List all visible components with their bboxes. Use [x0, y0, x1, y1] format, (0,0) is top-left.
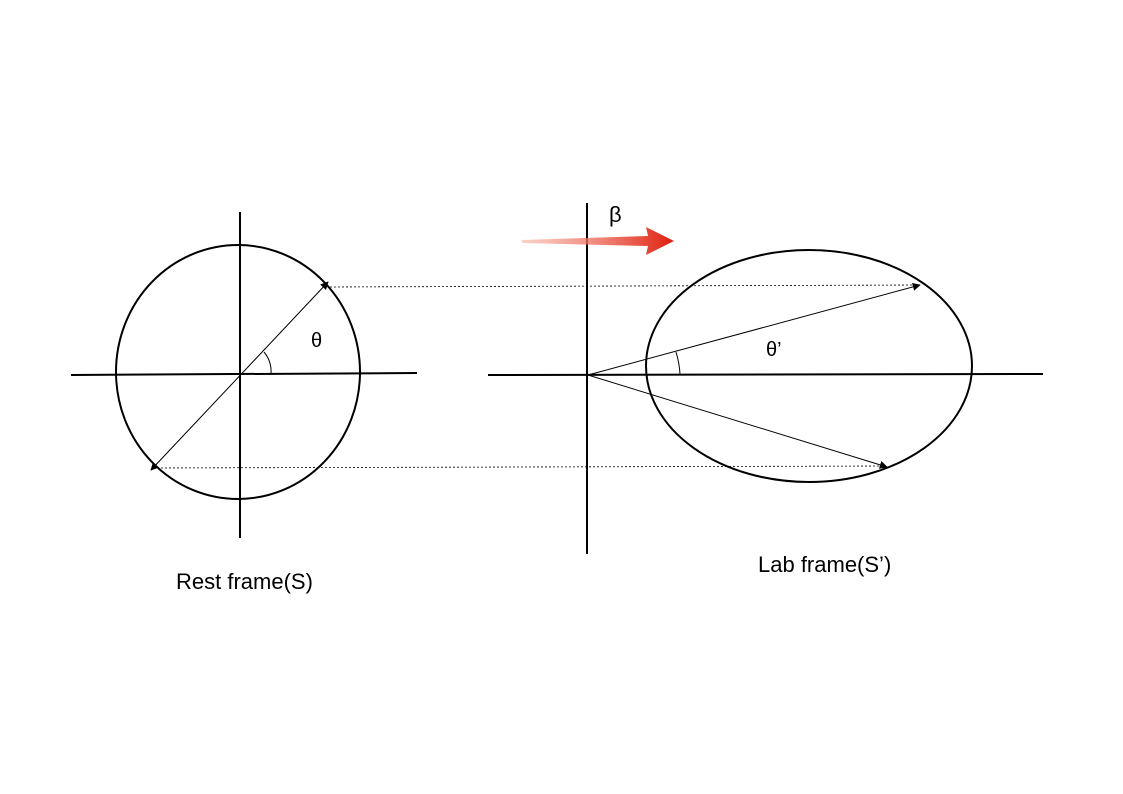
velocity-indicator: β — [522, 202, 674, 255]
lab-frame-upper-vector — [587, 283, 921, 376]
rest-frame-angle-label: θ — [311, 330, 322, 352]
rest-frame-caption: Rest frame(S) — [176, 569, 313, 594]
upper-projection-line — [329, 284, 919, 288]
lower-projection-line — [152, 465, 887, 469]
rest-frame-angle-arc — [263, 351, 272, 375]
lab-frame-caption: Lab frame(S’) — [758, 552, 891, 577]
lab-frame-lower-vector — [587, 374, 888, 469]
lab-frame-angle-label: θ’ — [766, 339, 782, 361]
lab-frame-angle-arc — [675, 351, 681, 375]
lab-frame: θ’ Lab frame(S’) — [487, 203, 1044, 577]
lab-frame-ellipse — [645, 249, 973, 483]
rest-frame: θ Rest frame(S) — [70, 212, 418, 594]
lab-frame-x-axis — [487, 373, 1044, 376]
rest-frame-x-axis — [70, 372, 418, 376]
rest-frame-circle — [115, 244, 361, 500]
velocity-arrow — [522, 227, 674, 255]
velocity-label: β — [609, 202, 622, 227]
rest-frame-emission-vector — [150, 281, 329, 471]
projection-lines — [152, 284, 919, 469]
